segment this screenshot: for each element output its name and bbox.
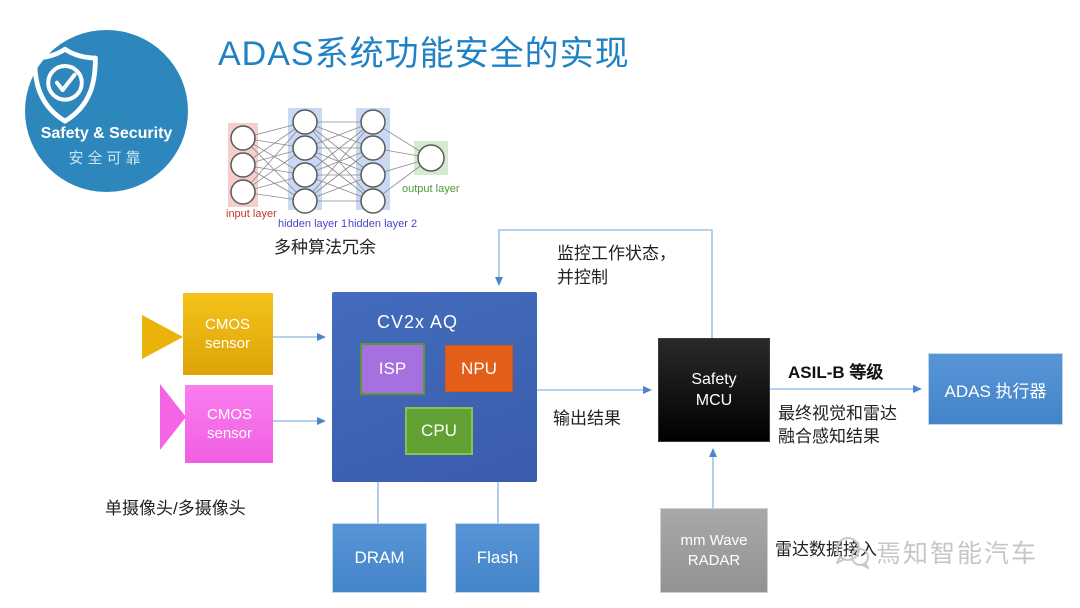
cmos-sensor-1: CMOS sensor bbox=[183, 293, 273, 375]
fusion-line2: 融合感知结果 bbox=[778, 427, 880, 446]
cmos1-line1: CMOS bbox=[205, 316, 250, 333]
monitor-annotation: 监控工作状态， 并控制 bbox=[557, 242, 676, 290]
adas-actuator-box: ADAS 执行器 bbox=[928, 353, 1063, 425]
badge-title: Safety & Security bbox=[40, 125, 173, 142]
badge-subtitle: 安全可靠 bbox=[68, 150, 145, 167]
monitor-line1: 监控工作状态， bbox=[557, 244, 676, 263]
radar-line1: mm Wave bbox=[680, 531, 748, 549]
nn-input-label: input layer bbox=[226, 208, 277, 220]
mcu-line1: Safety bbox=[691, 371, 737, 388]
soc-cv2x-box: CV2x AQ ISP NPU CPU bbox=[332, 292, 537, 482]
radar-line2: RADAR bbox=[687, 551, 741, 569]
nn-hidden1-label: hidden layer 1 bbox=[278, 218, 347, 230]
fusion-line1: 最终视觉和雷达 bbox=[778, 404, 897, 423]
camera-lens-icon bbox=[142, 315, 183, 359]
mcu-line2: MCU bbox=[695, 392, 733, 409]
camera-lens-icon bbox=[160, 384, 186, 450]
neural-network-diagram: input layer hidden layer 1 hidden layer … bbox=[226, 108, 460, 230]
cmos1-line2: sensor bbox=[205, 335, 251, 352]
slide-title: ADAS系统功能安全的实现 bbox=[218, 35, 630, 73]
isp-block: ISP bbox=[360, 343, 425, 395]
nn-nodes bbox=[230, 109, 445, 214]
cmos2-line2: sensor bbox=[207, 425, 253, 442]
fusion-annotation: 最终视觉和雷达 融合感知结果 bbox=[778, 402, 897, 448]
camera-caption: 单摄像头/多摄像头 bbox=[105, 499, 246, 518]
chat-bubbles-icon bbox=[836, 537, 869, 569]
watermark-text: 焉知智能汽车 bbox=[876, 540, 1039, 568]
asil-annotation: ASIL-B 等级 bbox=[788, 363, 884, 382]
cmos-sensor-2: CMOS sensor bbox=[185, 385, 273, 463]
monitor-line2: 并控制 bbox=[557, 268, 608, 287]
shield-check-icon bbox=[32, 46, 98, 124]
npu-block: NPU bbox=[445, 345, 513, 392]
nn-hidden2-label: hidden layer 2 bbox=[348, 218, 417, 230]
nn-output-label: output layer bbox=[402, 183, 460, 195]
safety-badge: Safety & Security 安全可靠 bbox=[25, 30, 188, 192]
watermark: 焉知智能汽车 bbox=[830, 530, 1038, 574]
soc-title: CV2x AQ bbox=[377, 312, 459, 332]
cpu-block: CPU bbox=[405, 407, 473, 455]
cmos2-line1: CMOS bbox=[207, 406, 252, 423]
dram-box: DRAM bbox=[332, 523, 427, 593]
safety-mcu-box: Safety MCU bbox=[658, 338, 770, 442]
radar-box: mm Wave RADAR bbox=[660, 508, 768, 593]
flash-box: Flash bbox=[455, 523, 540, 593]
output-result-annotation: 输出结果 bbox=[553, 409, 621, 428]
nn-caption: 多种算法冗余 bbox=[274, 238, 376, 257]
